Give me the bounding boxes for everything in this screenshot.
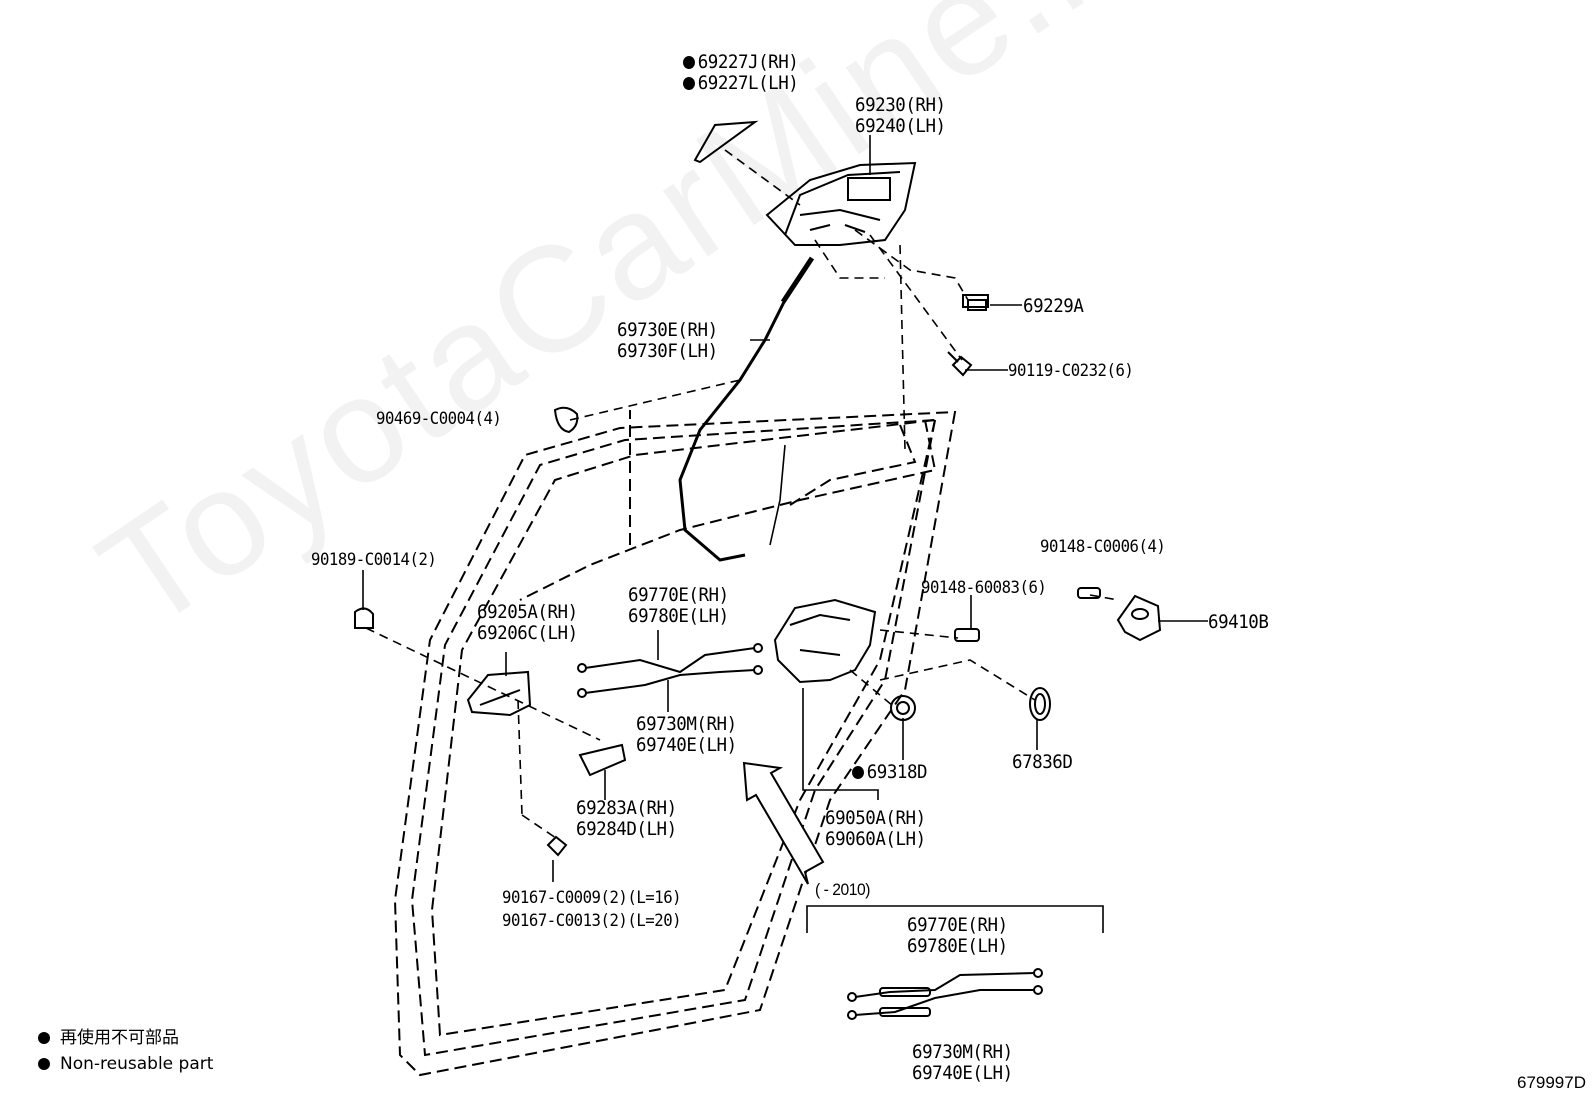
label-69730m: 69730M(RH) 69740E(LH) bbox=[636, 713, 737, 756]
legend-row-en: Non-reusable part bbox=[38, 1051, 213, 1077]
clip-69229a bbox=[962, 294, 989, 311]
non-reusable-dot-icon bbox=[683, 77, 695, 90]
bracket-note: ( - 2010) bbox=[815, 880, 870, 899]
wedge-part bbox=[693, 120, 759, 164]
label-69283a: 69283A(RH) 69284D(LH) bbox=[576, 797, 677, 840]
label-90167: 90167-C0009(2)(L=16) 90167-C0013(2)(L=20… bbox=[502, 888, 682, 931]
grommet-69318d bbox=[890, 695, 916, 721]
label-69227: 69227J(RH) 69227L(LH) bbox=[683, 52, 799, 94]
label-67836d: 67836D bbox=[1012, 751, 1073, 773]
label-69205a: 69205A(RH) 69206C(LH) bbox=[477, 601, 578, 644]
legend-row-jp: 再使用不可部品 bbox=[38, 1025, 213, 1051]
bolt-90148b bbox=[954, 628, 980, 642]
leader-lines-dashed bbox=[365, 149, 1119, 839]
screw-90167 bbox=[546, 835, 568, 857]
label-69050a: 69050A(RH) 69060A(LH) bbox=[825, 807, 926, 850]
label-90119: 90119-C0232(6) bbox=[1008, 361, 1134, 381]
lock-assembly-top bbox=[765, 161, 917, 246]
screw-90119 bbox=[947, 351, 973, 377]
label-69229a: 69229A bbox=[1023, 295, 1084, 317]
non-reusable-dot-icon bbox=[38, 1032, 50, 1044]
label-90148-c0006: 90148-C0006(4) bbox=[1040, 537, 1166, 557]
non-reusable-dot-icon bbox=[38, 1058, 50, 1070]
legend: 再使用不可部品 Non-reusable part bbox=[38, 1025, 213, 1077]
label-90189: 90189-C0014(2) bbox=[311, 550, 437, 570]
leader-lines-solid bbox=[362, 135, 1208, 933]
grommet-67836d bbox=[1029, 687, 1051, 721]
label-69770e-lower: 69770E(RH) 69780E(LH) bbox=[907, 914, 1008, 957]
clip-90469 bbox=[553, 406, 579, 434]
bolt-90148a bbox=[1077, 587, 1101, 599]
cables-lower bbox=[847, 968, 1043, 1020]
inside-handle bbox=[466, 670, 532, 717]
label-90148-60083: 90148-60083(6) bbox=[921, 578, 1047, 598]
door-lock-assembly bbox=[773, 598, 877, 684]
label-69410b: 69410B bbox=[1208, 611, 1269, 633]
label-69730e: 69730E(RH) 69730F(LH) bbox=[617, 319, 718, 362]
view-arrow bbox=[742, 761, 825, 885]
door-frame bbox=[393, 410, 957, 1077]
figure-id: 679997D bbox=[1516, 1073, 1586, 1092]
pad-69283a bbox=[578, 743, 627, 777]
non-reusable-dot-icon bbox=[852, 766, 864, 779]
cables-upper bbox=[577, 643, 763, 698]
clip-90189 bbox=[354, 607, 374, 629]
label-69770e: 69770E(RH) 69780E(LH) bbox=[628, 584, 729, 627]
striker-69410b bbox=[1116, 594, 1162, 642]
label-69230: 69230(RH) 69240(LH) bbox=[855, 94, 946, 137]
label-90469: 90469-C0004(4) bbox=[376, 409, 502, 429]
non-reusable-dot-icon bbox=[683, 56, 695, 69]
cable-69730e bbox=[678, 259, 812, 562]
label-69730m-lower: 69730M(RH) 69740E(LH) bbox=[912, 1041, 1013, 1084]
label-69318d: 69318D bbox=[852, 762, 928, 783]
